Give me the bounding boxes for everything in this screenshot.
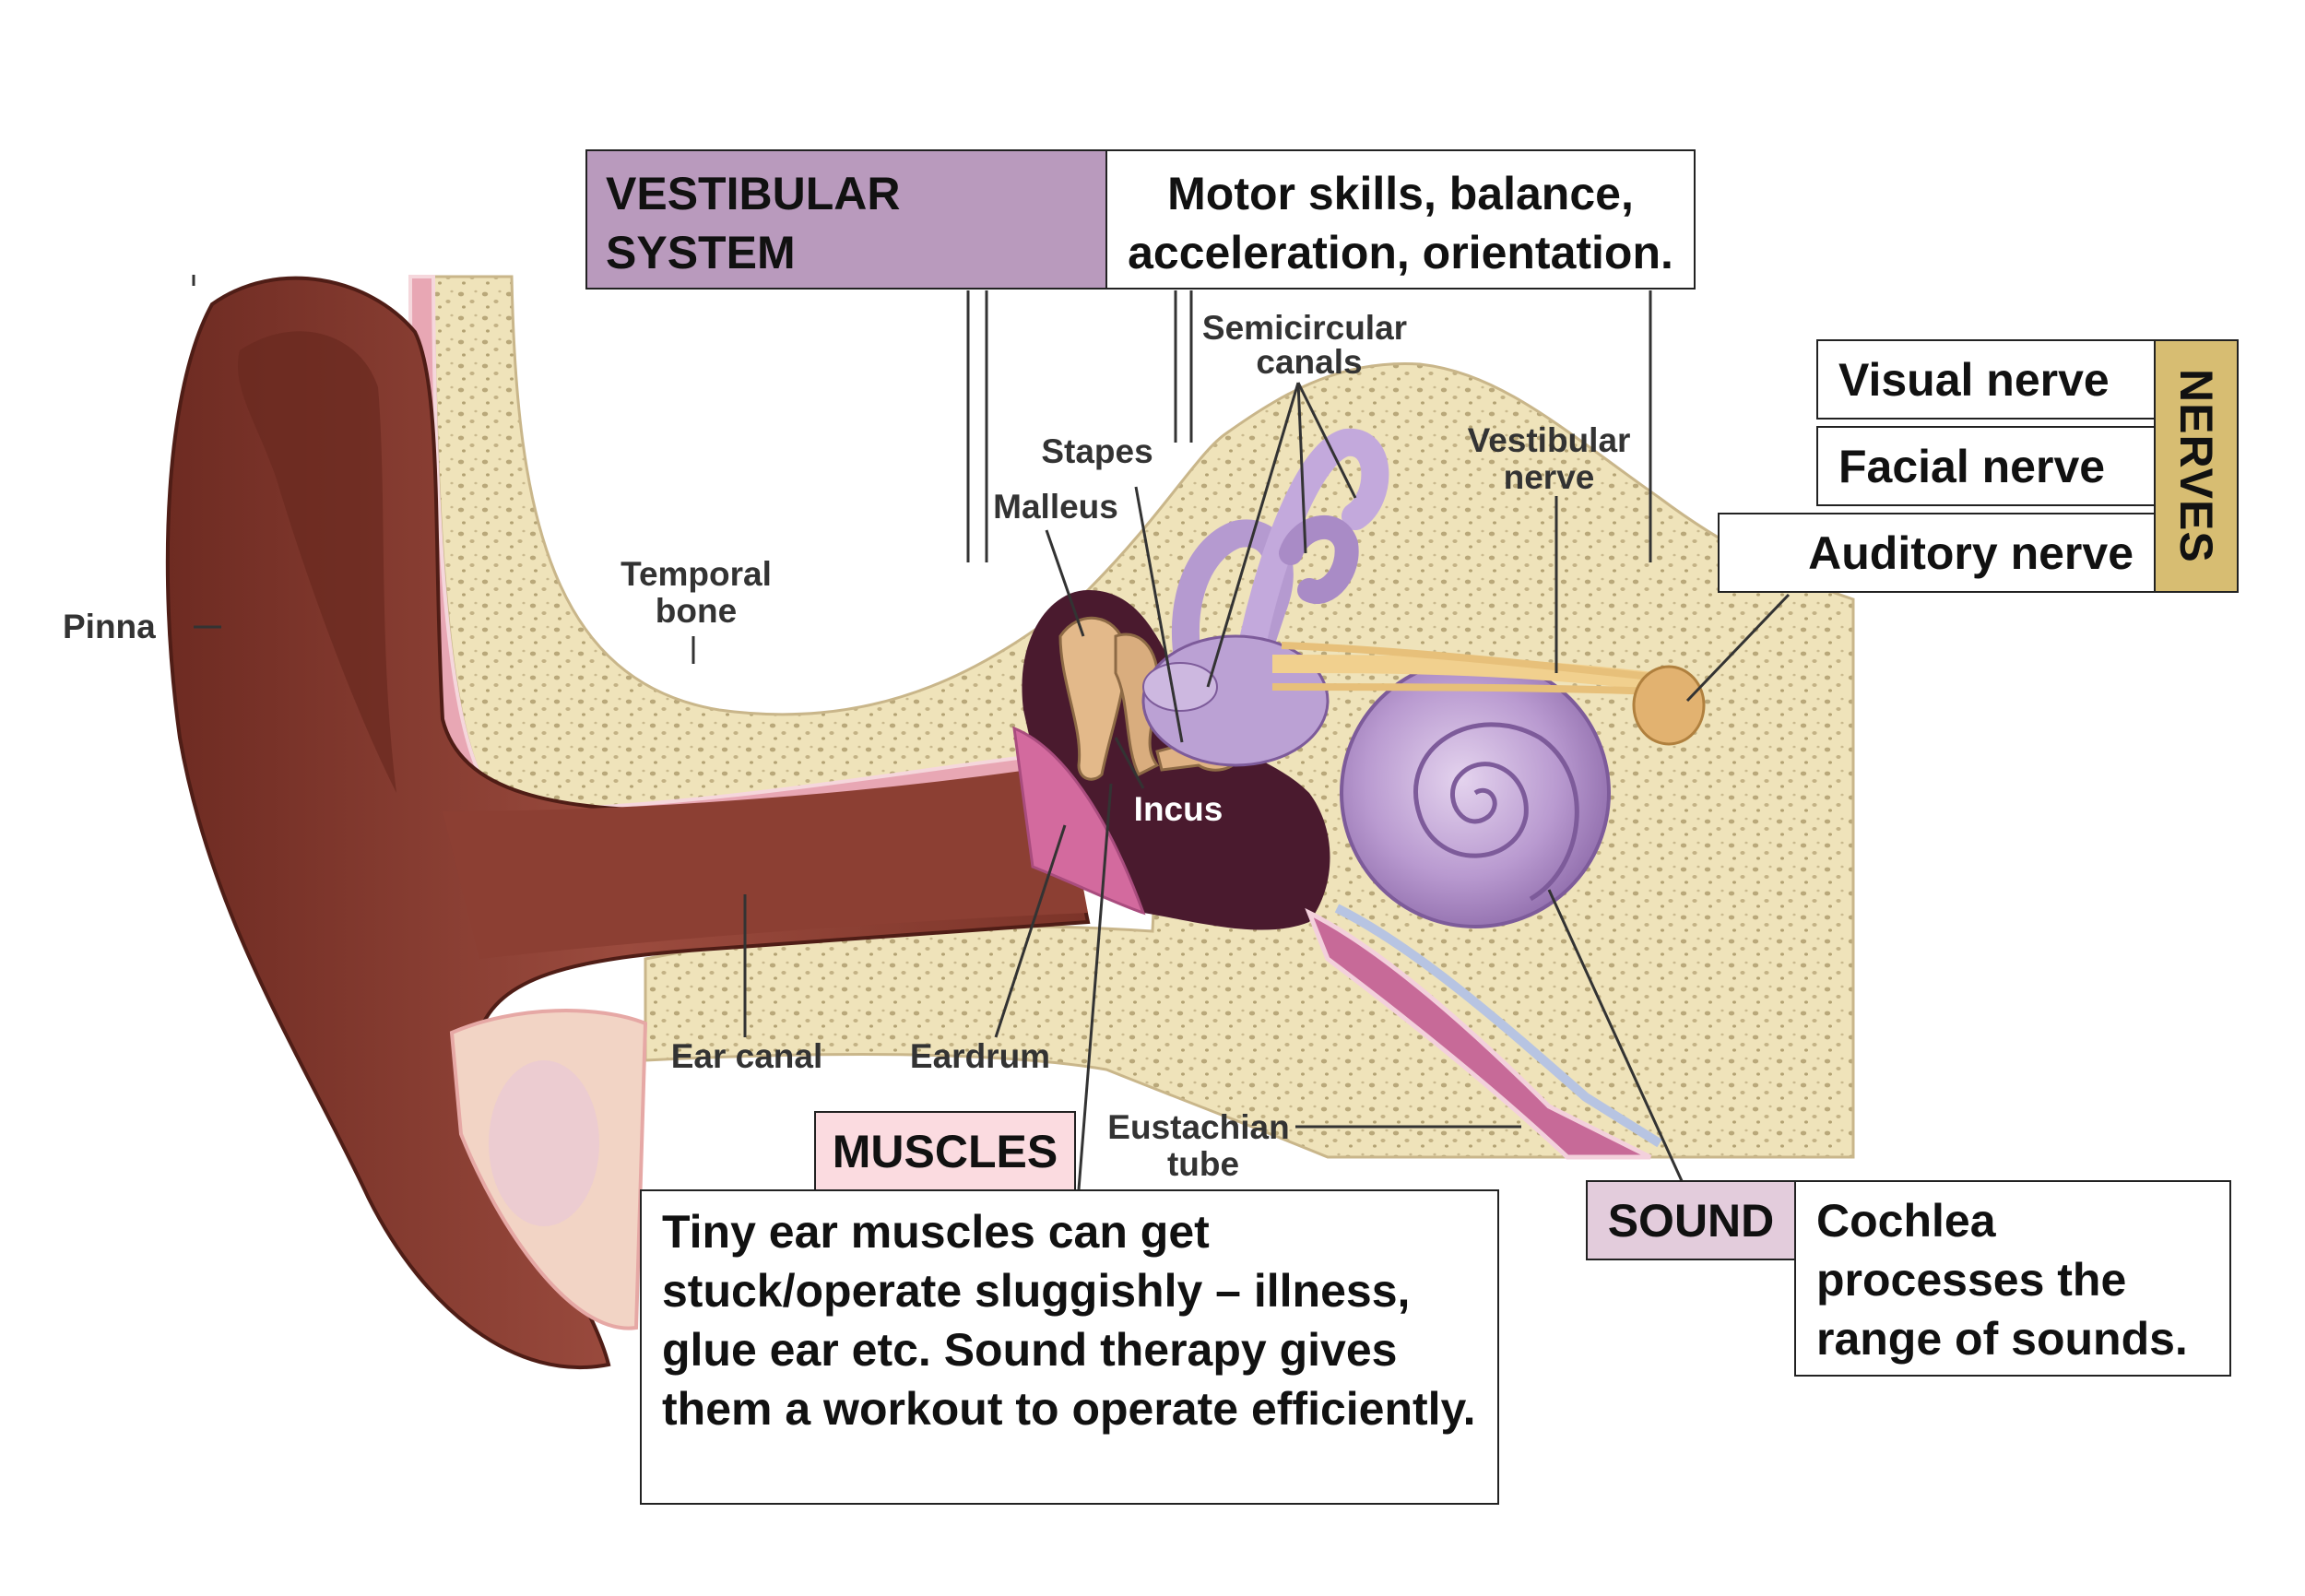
label-eardrum: Eardrum xyxy=(910,1037,1050,1075)
pointer-line xyxy=(1685,593,1791,703)
nerve-strand xyxy=(1281,642,1661,681)
label-stapes: Stapes xyxy=(1041,432,1152,470)
incus-shape xyxy=(1114,632,1160,777)
label-vestibular-nerve-2: nerve xyxy=(1504,458,1595,496)
nerves-title-box: NERVES xyxy=(2154,339,2239,593)
nerve-visual-box: Visual nerve xyxy=(1816,339,2156,420)
label-eustachian-1: Eustachian xyxy=(1107,1108,1289,1146)
ear-canal-shape xyxy=(443,765,1088,959)
cochlea-spiral xyxy=(1413,722,1579,902)
vestibular-desc-box: Motor skills, balance, acceleration, ori… xyxy=(1105,149,1696,290)
pointer-line xyxy=(1077,783,1113,1190)
label-incus: Incus xyxy=(1134,790,1223,828)
label-eustachian-2: tube xyxy=(1167,1145,1239,1183)
earlobe-highlight xyxy=(489,1060,599,1226)
pointer-line xyxy=(1296,382,1307,554)
malleus-shape xyxy=(1058,616,1128,781)
muscles-desc-box: Tiny ear muscles can get stuck/operate s… xyxy=(640,1189,1499,1505)
pointer-line xyxy=(994,824,1067,1038)
nerve-facial-box: Facial nerve xyxy=(1816,426,2156,506)
nerve-bundle xyxy=(1271,655,1661,692)
label-temporal-bone-2: bone xyxy=(656,592,737,630)
label-ear-canal: Ear canal xyxy=(671,1037,823,1075)
sound-title-box: SOUND xyxy=(1586,1180,1796,1260)
label-pinna: Pinna xyxy=(63,608,156,645)
eardrum-shape xyxy=(1012,726,1146,916)
nerve-ganglion xyxy=(1632,665,1706,746)
vestibular-title-box: VESTIBULAR SYSTEM xyxy=(585,149,1107,290)
pointer-line xyxy=(1206,382,1300,688)
label-semicircular-1: Semicircular xyxy=(1202,309,1407,347)
pointer-line xyxy=(1045,529,1085,637)
label-vestibular-nerve-1: Vestibular xyxy=(1468,421,1631,459)
label-malleus: Malleus xyxy=(993,488,1118,526)
nerves-title: NERVES xyxy=(2170,369,2222,563)
label-semicircular-2: canals xyxy=(1256,343,1362,381)
semicircular-canal-2 xyxy=(1240,428,1389,650)
muscles-title-box: MUSCLES xyxy=(814,1111,1076,1191)
pointer-line xyxy=(1547,889,1684,1184)
label-temporal-bone-1: Temporal xyxy=(621,555,772,593)
nerve-strand xyxy=(1271,683,1661,695)
eustachian-tube-lining xyxy=(1334,904,1662,1148)
pointer-line xyxy=(1296,382,1357,499)
sound-desc-box: Cochlea processes the range of sounds. xyxy=(1794,1180,2231,1377)
pointer-line xyxy=(1114,737,1145,789)
utricle-shape xyxy=(1142,662,1218,712)
nerve-auditory-box: Auditory nerve xyxy=(1718,513,2156,593)
pinna-inner-fold xyxy=(238,331,396,793)
eustachian-tube-shape xyxy=(1305,907,1652,1160)
pointer-line xyxy=(1134,486,1184,743)
